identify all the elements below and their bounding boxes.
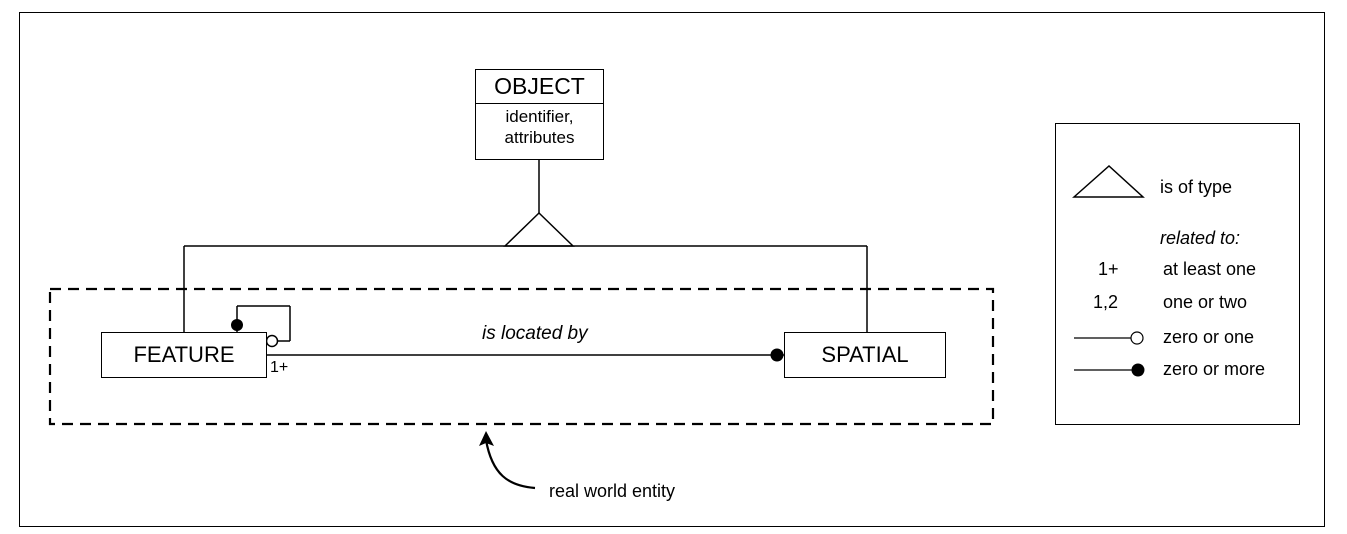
legend-filled-circle-icon [1131, 363, 1145, 377]
relationship-label: is located by [482, 323, 588, 344]
feature-entity: FEATURE [101, 332, 267, 378]
object-attributes-line2: attributes [504, 128, 575, 147]
legend-symbol-1-2: 1,2 [1093, 292, 1119, 312]
object-attributes: identifier, attributes [476, 104, 603, 148]
legend-open-circle-icon [1130, 331, 1144, 345]
legend-meaning-at-least-one: at least one [1163, 259, 1257, 279]
located-by-many-marker [770, 348, 784, 362]
legend [1055, 123, 1300, 425]
legend-meaning-zero-or-one: zero or one [1163, 327, 1255, 347]
legend-is-of-type: is of type [1160, 177, 1233, 197]
legend-symbol-1plus: 1+ [1098, 259, 1119, 279]
relationship-multiplicity: 1+ [270, 359, 289, 376]
annotation-arrowhead [479, 431, 494, 446]
real-world-entity-label: real world entity [549, 481, 676, 501]
object-attributes-line1: identifier, [505, 107, 574, 126]
legend-meaning-zero-or-more: zero or more [1163, 359, 1266, 379]
legend-meaning-one-or-two: one or two [1163, 292, 1248, 312]
legend-triangle-icon [1072, 164, 1145, 198]
self-loop-many-marker [231, 319, 243, 331]
diagram-frame [19, 12, 1325, 527]
spatial-label: SPATIAL [821, 342, 909, 367]
legend-related-to: related to: [1160, 228, 1241, 248]
object-title: OBJECT [476, 70, 603, 104]
feature-label: FEATURE [133, 342, 235, 367]
self-loop-optional-marker [265, 334, 279, 348]
inheritance-triangle [503, 211, 575, 247]
object-entity: OBJECT identifier, attributes [475, 69, 604, 160]
real-world-entity-boundary [48, 287, 995, 426]
annotation-arrow [484, 439, 536, 490]
spatial-entity: SPATIAL [784, 332, 946, 378]
